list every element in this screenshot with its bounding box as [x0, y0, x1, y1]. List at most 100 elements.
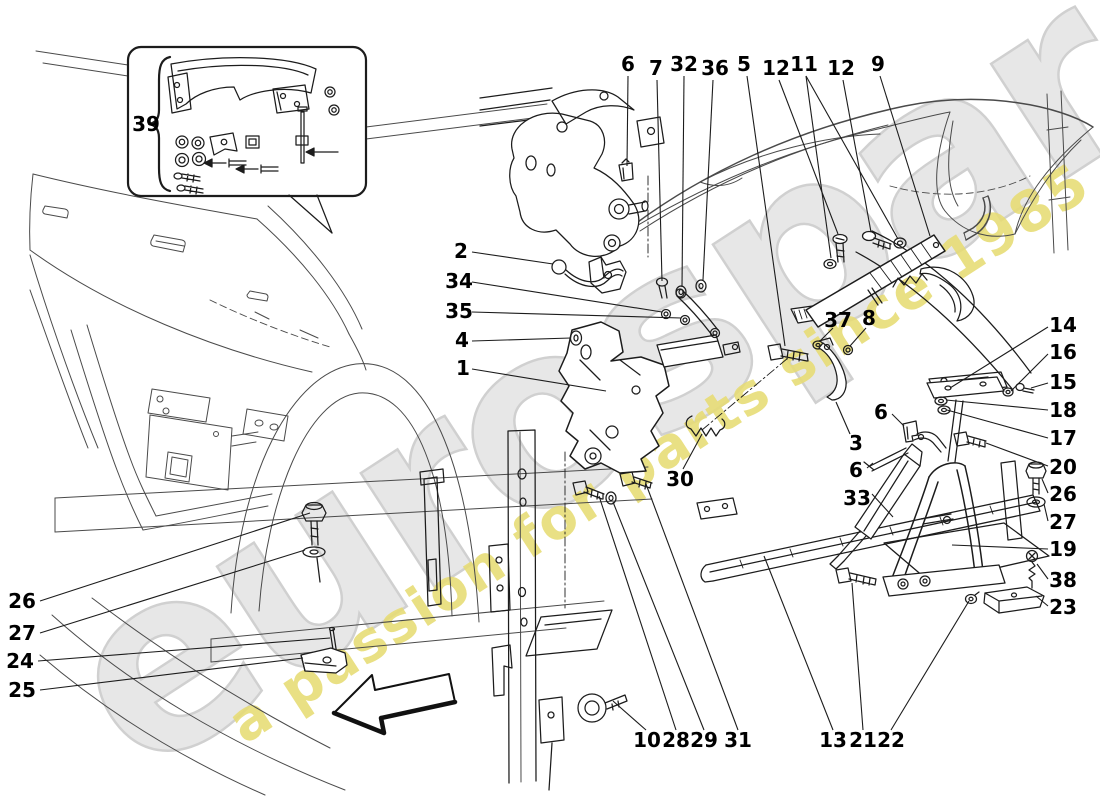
- callout-31: 31: [724, 728, 752, 752]
- arrow-shadow-edge: [331, 699, 458, 736]
- leader-line-11: [805, 75, 832, 259]
- leader-line-17: [946, 409, 1049, 439]
- callout-22: 22: [877, 728, 905, 752]
- callout-38: 38: [1049, 568, 1077, 592]
- callout-18: 18: [1049, 398, 1077, 422]
- callout-27: 27: [8, 621, 36, 645]
- pillar-structure: [419, 429, 613, 791]
- callout-11: 11: [790, 52, 818, 76]
- leader-line-25: [39, 657, 304, 691]
- leader-line-19: [951, 544, 1049, 550]
- leader-line-12: [842, 79, 872, 233]
- callout-33: 33: [843, 486, 871, 510]
- callout-14: 14: [1049, 313, 1077, 337]
- leader-line-6: [626, 75, 629, 167]
- clip-part-6: [618, 158, 634, 182]
- leader-line-33: [871, 493, 894, 518]
- callout-12: 12: [827, 56, 855, 80]
- callout-24: 24: [6, 649, 34, 673]
- leader-line-31: [645, 483, 739, 731]
- callout-27: 27: [1049, 510, 1077, 534]
- callout-3: 3: [849, 431, 863, 455]
- leader-line-6: [866, 462, 874, 469]
- leader-line-11: [805, 75, 899, 240]
- callout-10: 10: [633, 728, 661, 752]
- callout-1: 1: [456, 356, 470, 380]
- leader-line-38: [1036, 563, 1049, 580]
- leader-line-22: [890, 600, 970, 731]
- left-fasteners: [300, 501, 348, 674]
- leader-line-10: [612, 700, 647, 731]
- callout-8: 8: [862, 306, 876, 330]
- callout-35: 35: [445, 299, 473, 323]
- callout-39: 39: [132, 112, 160, 136]
- callout-9: 9: [871, 52, 885, 76]
- leader-line-27: [1043, 503, 1049, 522]
- callout-6: 6: [849, 458, 863, 482]
- leader-line-28: [598, 495, 677, 731]
- leader-line-15: [1030, 382, 1049, 389]
- direction-arrow: [331, 673, 458, 736]
- leader-line-7: [656, 79, 663, 282]
- leader-line-1: [471, 368, 607, 392]
- leader-line-29: [612, 501, 705, 731]
- callout-7: 7: [649, 56, 663, 80]
- leader-line-34: [471, 281, 663, 313]
- leader-line-21: [851, 582, 864, 731]
- leader-line-32: [681, 75, 685, 288]
- leader-line-13: [763, 555, 834, 731]
- leader-line-23: [1035, 595, 1049, 607]
- callout-28: 28: [662, 728, 690, 752]
- leader-line-6: [891, 413, 905, 427]
- callout-20: 20: [1049, 455, 1077, 479]
- callout-25: 25: [8, 678, 36, 702]
- callout-4: 4: [455, 328, 469, 352]
- callout-12: 12: [762, 56, 790, 80]
- callout-32: 32: [670, 52, 698, 76]
- callout-30: 30: [666, 467, 694, 491]
- callout-26: 26: [1049, 482, 1077, 506]
- callout-29: 29: [690, 728, 718, 752]
- leader-line-24: [37, 637, 331, 662]
- callout-15: 15: [1049, 370, 1077, 394]
- leader-line-3: [835, 401, 851, 435]
- callout-37: 37: [824, 308, 852, 332]
- spring-part-30: [685, 415, 726, 437]
- leader-line-2: [471, 251, 554, 265]
- car-body-sketch: [29, 50, 1071, 796]
- callout-23: 23: [1049, 595, 1077, 619]
- callout-5: 5: [737, 52, 751, 76]
- callout-36: 36: [701, 56, 729, 80]
- leader-line-18: [945, 399, 1049, 411]
- leader-line-16: [1010, 353, 1049, 392]
- leader-line-9: [879, 75, 931, 237]
- leader-line-14: [949, 326, 1049, 389]
- leader-line-26: [1041, 478, 1049, 494]
- callout-17: 17: [1049, 426, 1077, 450]
- callout-6: 6: [621, 52, 635, 76]
- callout-6: 6: [874, 400, 888, 424]
- leader-line-26: [39, 512, 311, 602]
- brace-39: [147, 55, 172, 193]
- strut-assembly: [696, 230, 1041, 583]
- leader-line-4: [471, 337, 572, 342]
- leader-line-35: [471, 311, 682, 319]
- callout-13: 13: [819, 728, 847, 752]
- leader-line-5: [746, 75, 786, 347]
- callout-26: 26: [8, 589, 36, 613]
- leader-line-12: [778, 79, 839, 235]
- right-hinge-assembly: [829, 376, 1050, 614]
- leader-line-27: [39, 549, 306, 634]
- callout-2: 2: [454, 239, 468, 263]
- callout-21: 21: [849, 728, 877, 752]
- leader-line-8: [849, 327, 867, 347]
- callout-19: 19: [1049, 537, 1077, 561]
- leader-line-37: [819, 327, 834, 342]
- leader-line-36: [702, 79, 714, 281]
- leader-line-30: [682, 433, 703, 470]
- inset-box-39: [126, 45, 368, 234]
- callout-16: 16: [1049, 340, 1077, 364]
